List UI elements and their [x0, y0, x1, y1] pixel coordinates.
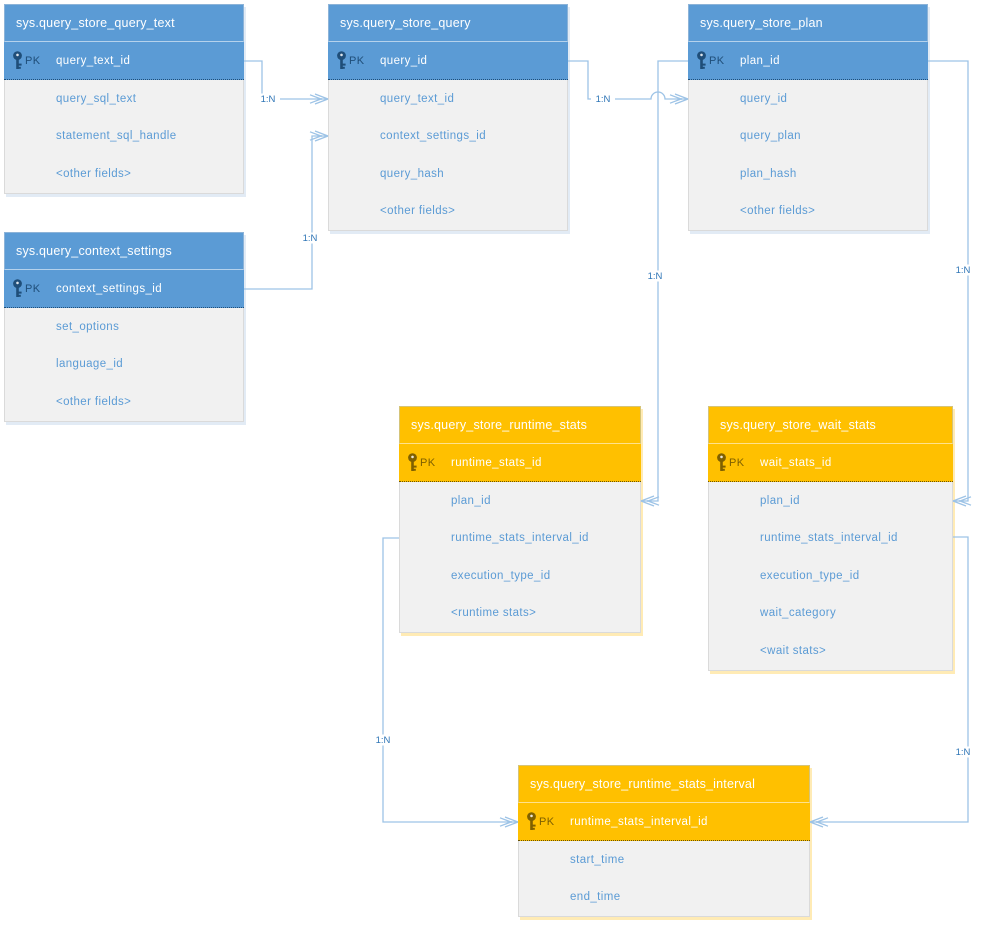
pk-field-name: plan_id: [740, 54, 780, 67]
field-row: language_id: [56, 358, 124, 371]
table-fields: query_sql_text statement_sql_handle <oth…: [4, 80, 244, 194]
pk-field-name: wait_stats_id: [760, 456, 832, 469]
primary-key-row: PK runtime_stats_interval_id: [518, 803, 810, 841]
primary-key-row: PK query_text_id: [4, 42, 244, 80]
pk-field-name: query_text_id: [56, 54, 131, 67]
pk-tag: PK: [420, 456, 436, 469]
pk-tag: PK: [709, 54, 725, 67]
entity-query-store-plan[interactable]: sys.query_store_plan PK plan_id query_id…: [688, 4, 928, 231]
table-title: sys.query_store_runtime_stats: [399, 406, 641, 444]
pk-field-name: runtime_stats_id: [451, 456, 542, 469]
primary-key-row: PK context_settings_id: [4, 270, 244, 308]
field-row: <runtime stats>: [451, 607, 537, 620]
field-row: <wait stats>: [760, 644, 827, 657]
connector-plan-to-runtime-stats[interactable]: 1:N: [640, 60, 688, 507]
cardinality-label: 1:N: [596, 94, 611, 105]
field-row: query_text_id: [380, 92, 455, 105]
cardinality-label: 1:N: [303, 233, 318, 244]
pk-field-name: query_id: [380, 54, 428, 67]
pk-tag: PK: [539, 815, 555, 828]
cardinality-label: 1:N: [956, 747, 971, 758]
field-row: statement_sql_handle: [56, 130, 177, 143]
primary-key-icon: [335, 51, 347, 70]
table-fields: set_options language_id <other fields>: [4, 308, 244, 422]
table-title: sys.query_store_wait_stats: [708, 406, 953, 444]
pk-field-name: runtime_stats_interval_id: [570, 815, 708, 828]
field-row: <other fields>: [56, 167, 132, 180]
cardinality-label: 1:N: [648, 271, 663, 282]
table-title: sys.query_store_plan: [688, 4, 928, 42]
field-row: plan_id: [760, 494, 800, 507]
table-title: sys.query_store_query: [328, 4, 568, 42]
connector-query-to-plan[interactable]: 1:N: [568, 60, 689, 105]
table-fields: plan_id runtime_stats_interval_id execut…: [399, 482, 641, 633]
primary-key-icon: [11, 51, 23, 70]
cardinality-label: 1:N: [261, 94, 276, 105]
table-title: sys.query_context_settings: [4, 232, 244, 270]
table-fields: query_id query_plan plan_hash <other fie…: [688, 80, 928, 231]
entity-query-store-runtime-stats[interactable]: sys.query_store_runtime_stats PK runtime…: [399, 406, 641, 633]
connector-query-text-to-query[interactable]: 1:N: [244, 60, 329, 105]
pk-field-name: context_settings_id: [56, 282, 163, 295]
field-row: query_sql_text: [56, 92, 137, 105]
field-row: runtime_stats_interval_id: [451, 532, 589, 545]
pk-tag: PK: [25, 282, 41, 295]
table-fields: plan_id runtime_stats_interval_id execut…: [708, 482, 953, 671]
table-title: sys.query_store_runtime_stats_interval: [518, 765, 810, 803]
field-row: execution_type_id: [760, 569, 860, 582]
primary-key-icon: [695, 51, 707, 70]
field-row: start_time: [570, 853, 625, 866]
connector-context-settings-to-query[interactable]: 1:N: [244, 130, 329, 290]
pk-tag: PK: [729, 456, 745, 469]
primary-key-icon: [406, 453, 418, 472]
primary-key-row: PK plan_id: [688, 42, 928, 80]
field-row: set_options: [56, 320, 120, 333]
field-row: <other fields>: [740, 205, 816, 218]
field-row: query_plan: [740, 130, 801, 143]
table-fields: start_time end_time: [518, 841, 810, 917]
primary-key-row: PK wait_stats_id: [708, 444, 953, 482]
field-row: query_id: [740, 92, 788, 105]
pk-tag: PK: [25, 54, 41, 67]
primary-key-row: PK runtime_stats_id: [399, 444, 641, 482]
table-title: sys.query_store_query_text: [4, 4, 244, 42]
primary-key-icon: [11, 279, 23, 298]
field-row: plan_hash: [740, 167, 797, 180]
entity-query-store-query-text[interactable]: sys.query_store_query_text PK query_text…: [4, 4, 244, 194]
field-row: execution_type_id: [451, 569, 551, 582]
field-row: <other fields>: [380, 205, 456, 218]
cardinality-label: 1:N: [376, 735, 391, 746]
field-row: plan_id: [451, 494, 491, 507]
cardinality-label: 1:N: [956, 265, 971, 276]
primary-key-icon: [715, 453, 727, 472]
primary-key-icon: [525, 812, 537, 831]
pk-tag: PK: [349, 54, 365, 67]
primary-key-row: PK query_id: [328, 42, 568, 80]
entity-query-store-runtime-stats-interval[interactable]: sys.query_store_runtime_stats_interval P…: [518, 765, 810, 917]
field-row: runtime_stats_interval_id: [760, 532, 898, 545]
entity-query-context-settings[interactable]: sys.query_context_settings PK context_se…: [4, 232, 244, 422]
field-row: <other fields>: [56, 395, 132, 408]
field-row: query_hash: [380, 167, 445, 180]
field-row: end_time: [570, 891, 621, 904]
entity-query-store-query[interactable]: sys.query_store_query PK query_id query_…: [328, 4, 568, 231]
entity-query-store-wait-stats[interactable]: sys.query_store_wait_stats PK wait_stats…: [708, 406, 953, 671]
field-row: context_settings_id: [380, 130, 487, 143]
field-row: wait_category: [760, 607, 837, 620]
table-fields: query_text_id context_settings_id query_…: [328, 80, 568, 231]
